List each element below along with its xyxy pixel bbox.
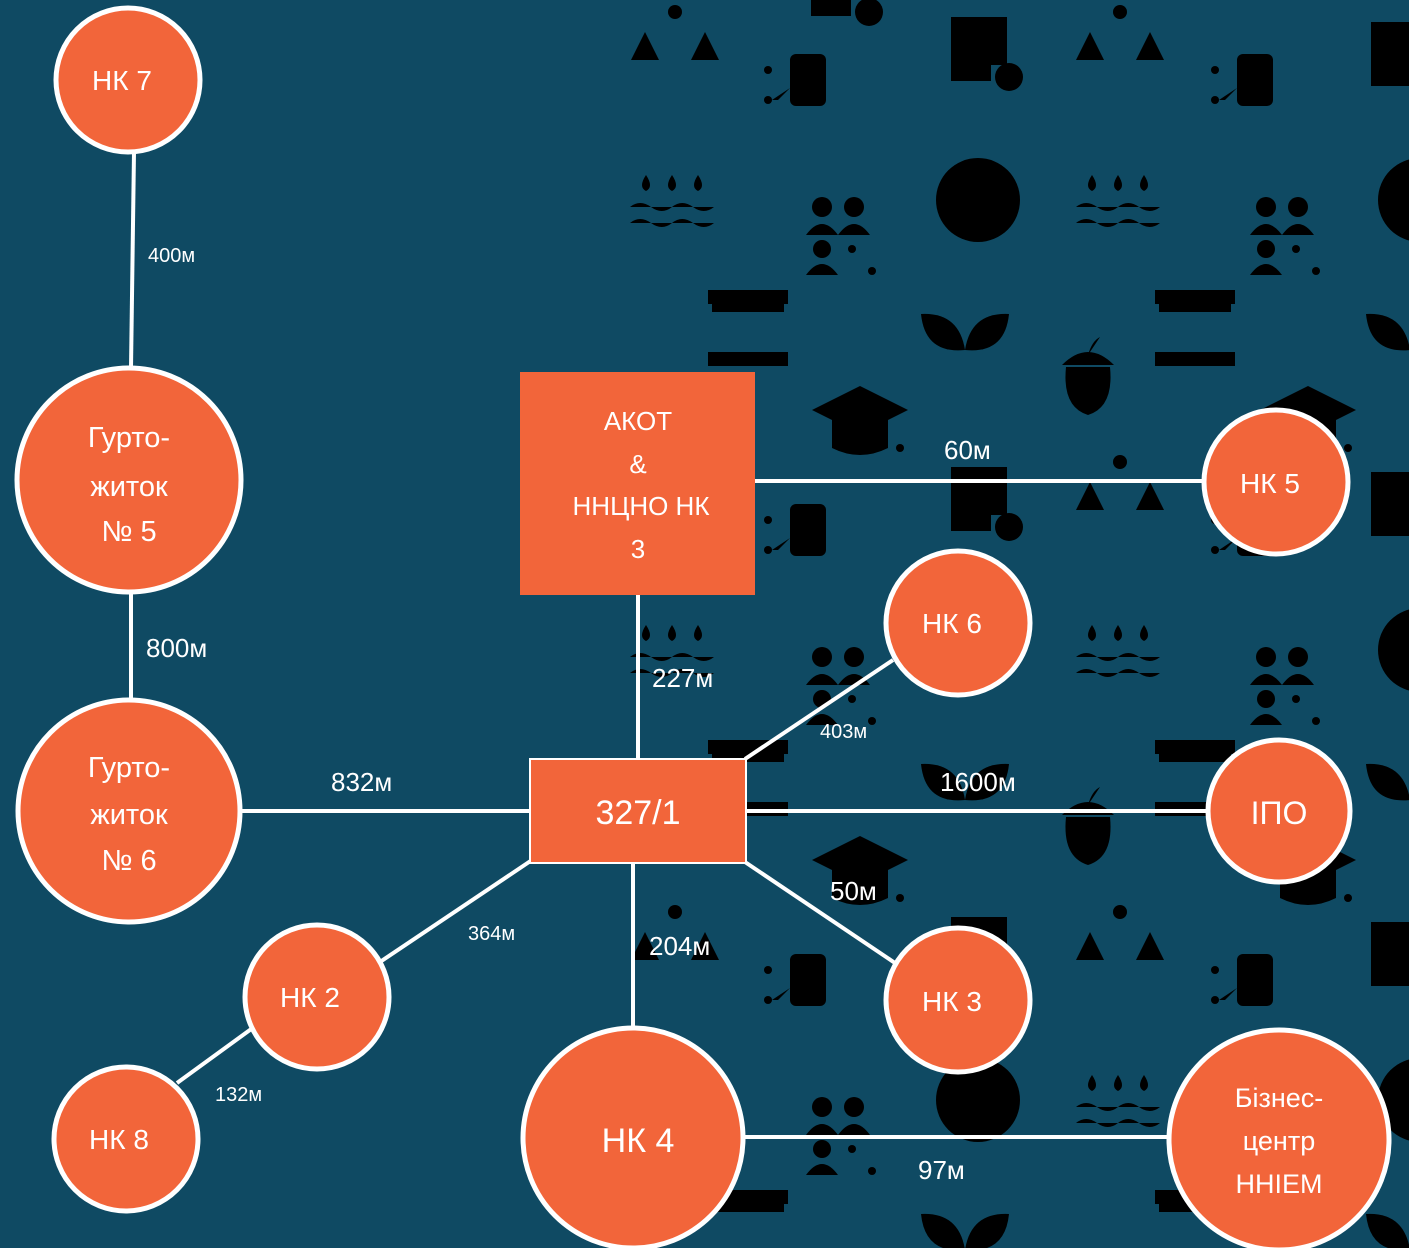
distance-dorm5-dorm6: 800м bbox=[146, 633, 207, 663]
tree-seal-icon bbox=[936, 158, 1020, 242]
node-dorm6-line3: № 6 bbox=[101, 845, 156, 877]
sprout-icon bbox=[921, 1213, 1009, 1248]
server-gear-icon bbox=[951, 467, 1023, 541]
distance-nk7-dorm5: 400м bbox=[148, 245, 195, 267]
node-nk7-label: НК 7 bbox=[92, 65, 152, 96]
acorn-icon bbox=[1062, 787, 1114, 865]
node-nk6-label: НК 6 bbox=[922, 608, 982, 639]
distance-nk4-business: 97м bbox=[918, 1155, 965, 1185]
circuit-icon bbox=[1211, 942, 1289, 1018]
sprout-icon bbox=[1366, 763, 1409, 840]
water-drops-icon bbox=[1076, 1075, 1160, 1127]
distance-akot-nk5: 60м bbox=[944, 435, 991, 465]
distance-center-nk3: 50м bbox=[830, 876, 877, 906]
node-akot-line4: 3 bbox=[631, 534, 645, 564]
node-nk3-label: НК 3 bbox=[922, 986, 982, 1017]
node-business-line2: центр bbox=[1243, 1126, 1315, 1156]
distance-akot-center: 227м bbox=[652, 663, 713, 693]
edge-center-nk3 bbox=[743, 860, 897, 965]
scales-icon bbox=[1076, 455, 1164, 538]
node-akot-line2: & bbox=[629, 449, 646, 479]
distance-center-nk4: 204м bbox=[649, 931, 710, 961]
node-akot-line3: ННЦНО НК bbox=[573, 491, 710, 521]
node-nk5: НК 5 bbox=[1201, 407, 1351, 557]
node-akot-line1: АКОТ bbox=[604, 406, 672, 436]
acorn-icon bbox=[1062, 337, 1114, 415]
node-business-line3: ННІЕМ bbox=[1236, 1169, 1323, 1199]
node-nk2: НК 2 bbox=[242, 922, 392, 1072]
edge-center-nk2 bbox=[378, 858, 534, 964]
node-nk4-label: НК 4 bbox=[602, 1122, 675, 1160]
node-dorm6-line2: житок bbox=[90, 799, 168, 831]
node-dorm5-line1: Гурто- bbox=[88, 422, 170, 454]
server-gear-icon bbox=[951, 17, 1023, 91]
distance-center-ipo: 1600м bbox=[940, 767, 1016, 797]
people-percent-icon bbox=[1250, 647, 1320, 725]
water-drops-icon bbox=[630, 175, 714, 227]
museum-icon bbox=[708, 290, 788, 366]
edges bbox=[129, 151, 1208, 1139]
distance-labels: 400м 800м 832м 227м 60м 403м 1600м 364м … bbox=[146, 245, 1016, 1185]
distance-center-nk6: 403м bbox=[820, 721, 867, 743]
node-nk8-label: НК 8 bbox=[89, 1124, 149, 1155]
server-gear-icon bbox=[1371, 922, 1409, 996]
sprout-icon bbox=[921, 313, 1009, 390]
tree-seal-icon bbox=[1378, 608, 1409, 692]
circuit-icon bbox=[764, 42, 842, 118]
node-dorm5: Гурто- житок № 5 bbox=[14, 365, 244, 595]
node-nk2-label: НК 2 bbox=[280, 982, 340, 1013]
node-business-line1: Бізнес- bbox=[1235, 1083, 1324, 1113]
people-percent-icon bbox=[1250, 197, 1320, 275]
node-nk8: НК 8 bbox=[51, 1064, 201, 1214]
distance-dorm6-center: 832м bbox=[331, 767, 392, 797]
node-ipo: ІПО bbox=[1205, 737, 1353, 885]
server-gear-icon bbox=[1371, 22, 1409, 96]
edge-nk2-nk8 bbox=[175, 1025, 256, 1085]
circuit-icon bbox=[764, 492, 842, 568]
server-gear-icon bbox=[811, 0, 883, 26]
scales-icon bbox=[1076, 5, 1164, 88]
node-business: Бізнес- центр ННІЕМ bbox=[1166, 1027, 1392, 1248]
node-dorm5-line2: житок bbox=[90, 471, 168, 503]
water-drops-icon bbox=[1076, 175, 1160, 227]
graduation-cap-icon bbox=[812, 386, 908, 455]
node-dorm6: Гурто- житок № 6 bbox=[15, 697, 243, 925]
tree-seal-icon bbox=[1378, 158, 1409, 242]
node-center: 327/1 bbox=[529, 758, 747, 864]
scales-icon bbox=[631, 5, 719, 88]
edge-nk7-dorm5 bbox=[129, 151, 136, 369]
server-gear-icon bbox=[1371, 472, 1409, 546]
node-dorm5-line3: № 5 bbox=[101, 516, 156, 548]
node-nk4: НК 4 bbox=[520, 1025, 746, 1248]
node-nk5-label: НК 5 bbox=[1240, 468, 1300, 499]
circuit-icon bbox=[764, 942, 842, 1018]
node-ipo-label: ІПО bbox=[1251, 795, 1308, 831]
node-akot: АКОТ & ННЦНО НК 3 bbox=[520, 372, 755, 595]
node-nk7: НК 7 bbox=[53, 5, 203, 155]
sprout-icon bbox=[1366, 1213, 1409, 1248]
distance-nk2-nk8: 132м bbox=[215, 1084, 262, 1106]
node-center-label: 327/1 bbox=[595, 794, 680, 832]
scales-icon bbox=[1076, 905, 1164, 988]
people-percent-icon bbox=[806, 197, 876, 275]
distance-center-nk2: 364м bbox=[468, 923, 515, 945]
nodes: НК 7 Гурто- житок № 5 Гурто- житок № 6 А… bbox=[14, 5, 1392, 1248]
node-nk3: НК 3 bbox=[883, 925, 1033, 1075]
water-drops-icon bbox=[1076, 625, 1160, 677]
sprout-icon bbox=[1366, 313, 1409, 390]
circuit-icon bbox=[1211, 42, 1289, 118]
node-nk6: НК 6 bbox=[883, 548, 1033, 698]
node-dorm6-line1: Гурто- bbox=[88, 752, 170, 784]
museum-icon bbox=[1155, 290, 1235, 366]
edge-center-nk6 bbox=[743, 658, 895, 761]
